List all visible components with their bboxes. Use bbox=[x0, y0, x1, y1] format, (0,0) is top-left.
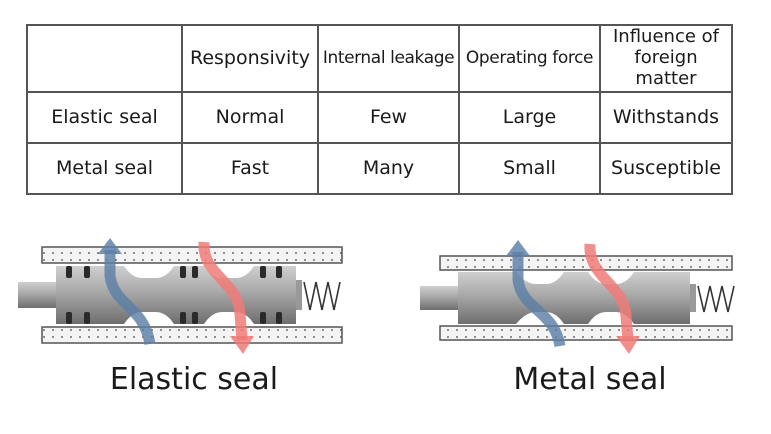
flow-arrow-blue bbox=[512, 252, 566, 348]
flow-arrow-blue-head bbox=[98, 238, 122, 254]
cell-internal-leakage: Few bbox=[317, 91, 460, 144]
row-label-metal-seal: Metal seal bbox=[26, 142, 183, 195]
flow-arrow-red-head bbox=[230, 336, 254, 354]
rod bbox=[18, 282, 56, 308]
header-responsivity: Responsivity bbox=[181, 24, 319, 93]
header-empty-cell bbox=[26, 24, 183, 93]
cell-internal-leakage: Many bbox=[317, 142, 460, 195]
flow-arrow-red-head bbox=[616, 336, 640, 354]
header-operating-force: Operating force bbox=[458, 24, 601, 93]
flow-arrow-blue bbox=[104, 250, 156, 346]
sleeve-bottom bbox=[41, 326, 343, 344]
table-row: Elastic seal Normal Few Large Withstands bbox=[26, 91, 733, 144]
metal-seal-caption: Metal seal bbox=[513, 362, 667, 397]
sleeve-top bbox=[41, 246, 343, 264]
comparison-table: Responsivity Internal leakage Operating … bbox=[26, 24, 733, 195]
row-label-elastic-seal: Elastic seal bbox=[26, 91, 183, 144]
header-influence-text: Influence of foreign matter bbox=[613, 26, 719, 89]
cell-foreign-matter: Withstands bbox=[599, 91, 733, 144]
sleeve-bottom bbox=[439, 325, 733, 341]
table-header-row: Responsivity Internal leakage Operating … bbox=[26, 24, 733, 93]
metal-seal-diagram bbox=[420, 240, 735, 354]
flow-arrow-red bbox=[198, 241, 248, 341]
cell-foreign-matter: Susceptible bbox=[599, 142, 733, 195]
cell-operating-force: Large bbox=[458, 91, 601, 144]
spool bbox=[458, 272, 690, 324]
cell-responsivity: Normal bbox=[181, 91, 319, 144]
table-row: Metal seal Fast Many Small Susceptible bbox=[26, 142, 733, 195]
elastic-seal-diagram bbox=[18, 238, 343, 354]
rod bbox=[420, 286, 460, 310]
cell-responsivity: Fast bbox=[181, 142, 319, 195]
elastic-seal-caption: Elastic seal bbox=[109, 362, 279, 397]
spring bbox=[690, 284, 735, 313]
cell-operating-force: Small bbox=[458, 142, 601, 195]
flow-arrow-red bbox=[584, 243, 634, 341]
spring bbox=[296, 280, 341, 311]
header-internal-leakage: Internal leakage bbox=[317, 24, 460, 93]
flow-arrow-blue-head bbox=[506, 240, 530, 256]
seal-rings bbox=[66, 266, 282, 324]
header-influence-foreign-matter: Influence of foreign matter bbox=[599, 24, 733, 93]
